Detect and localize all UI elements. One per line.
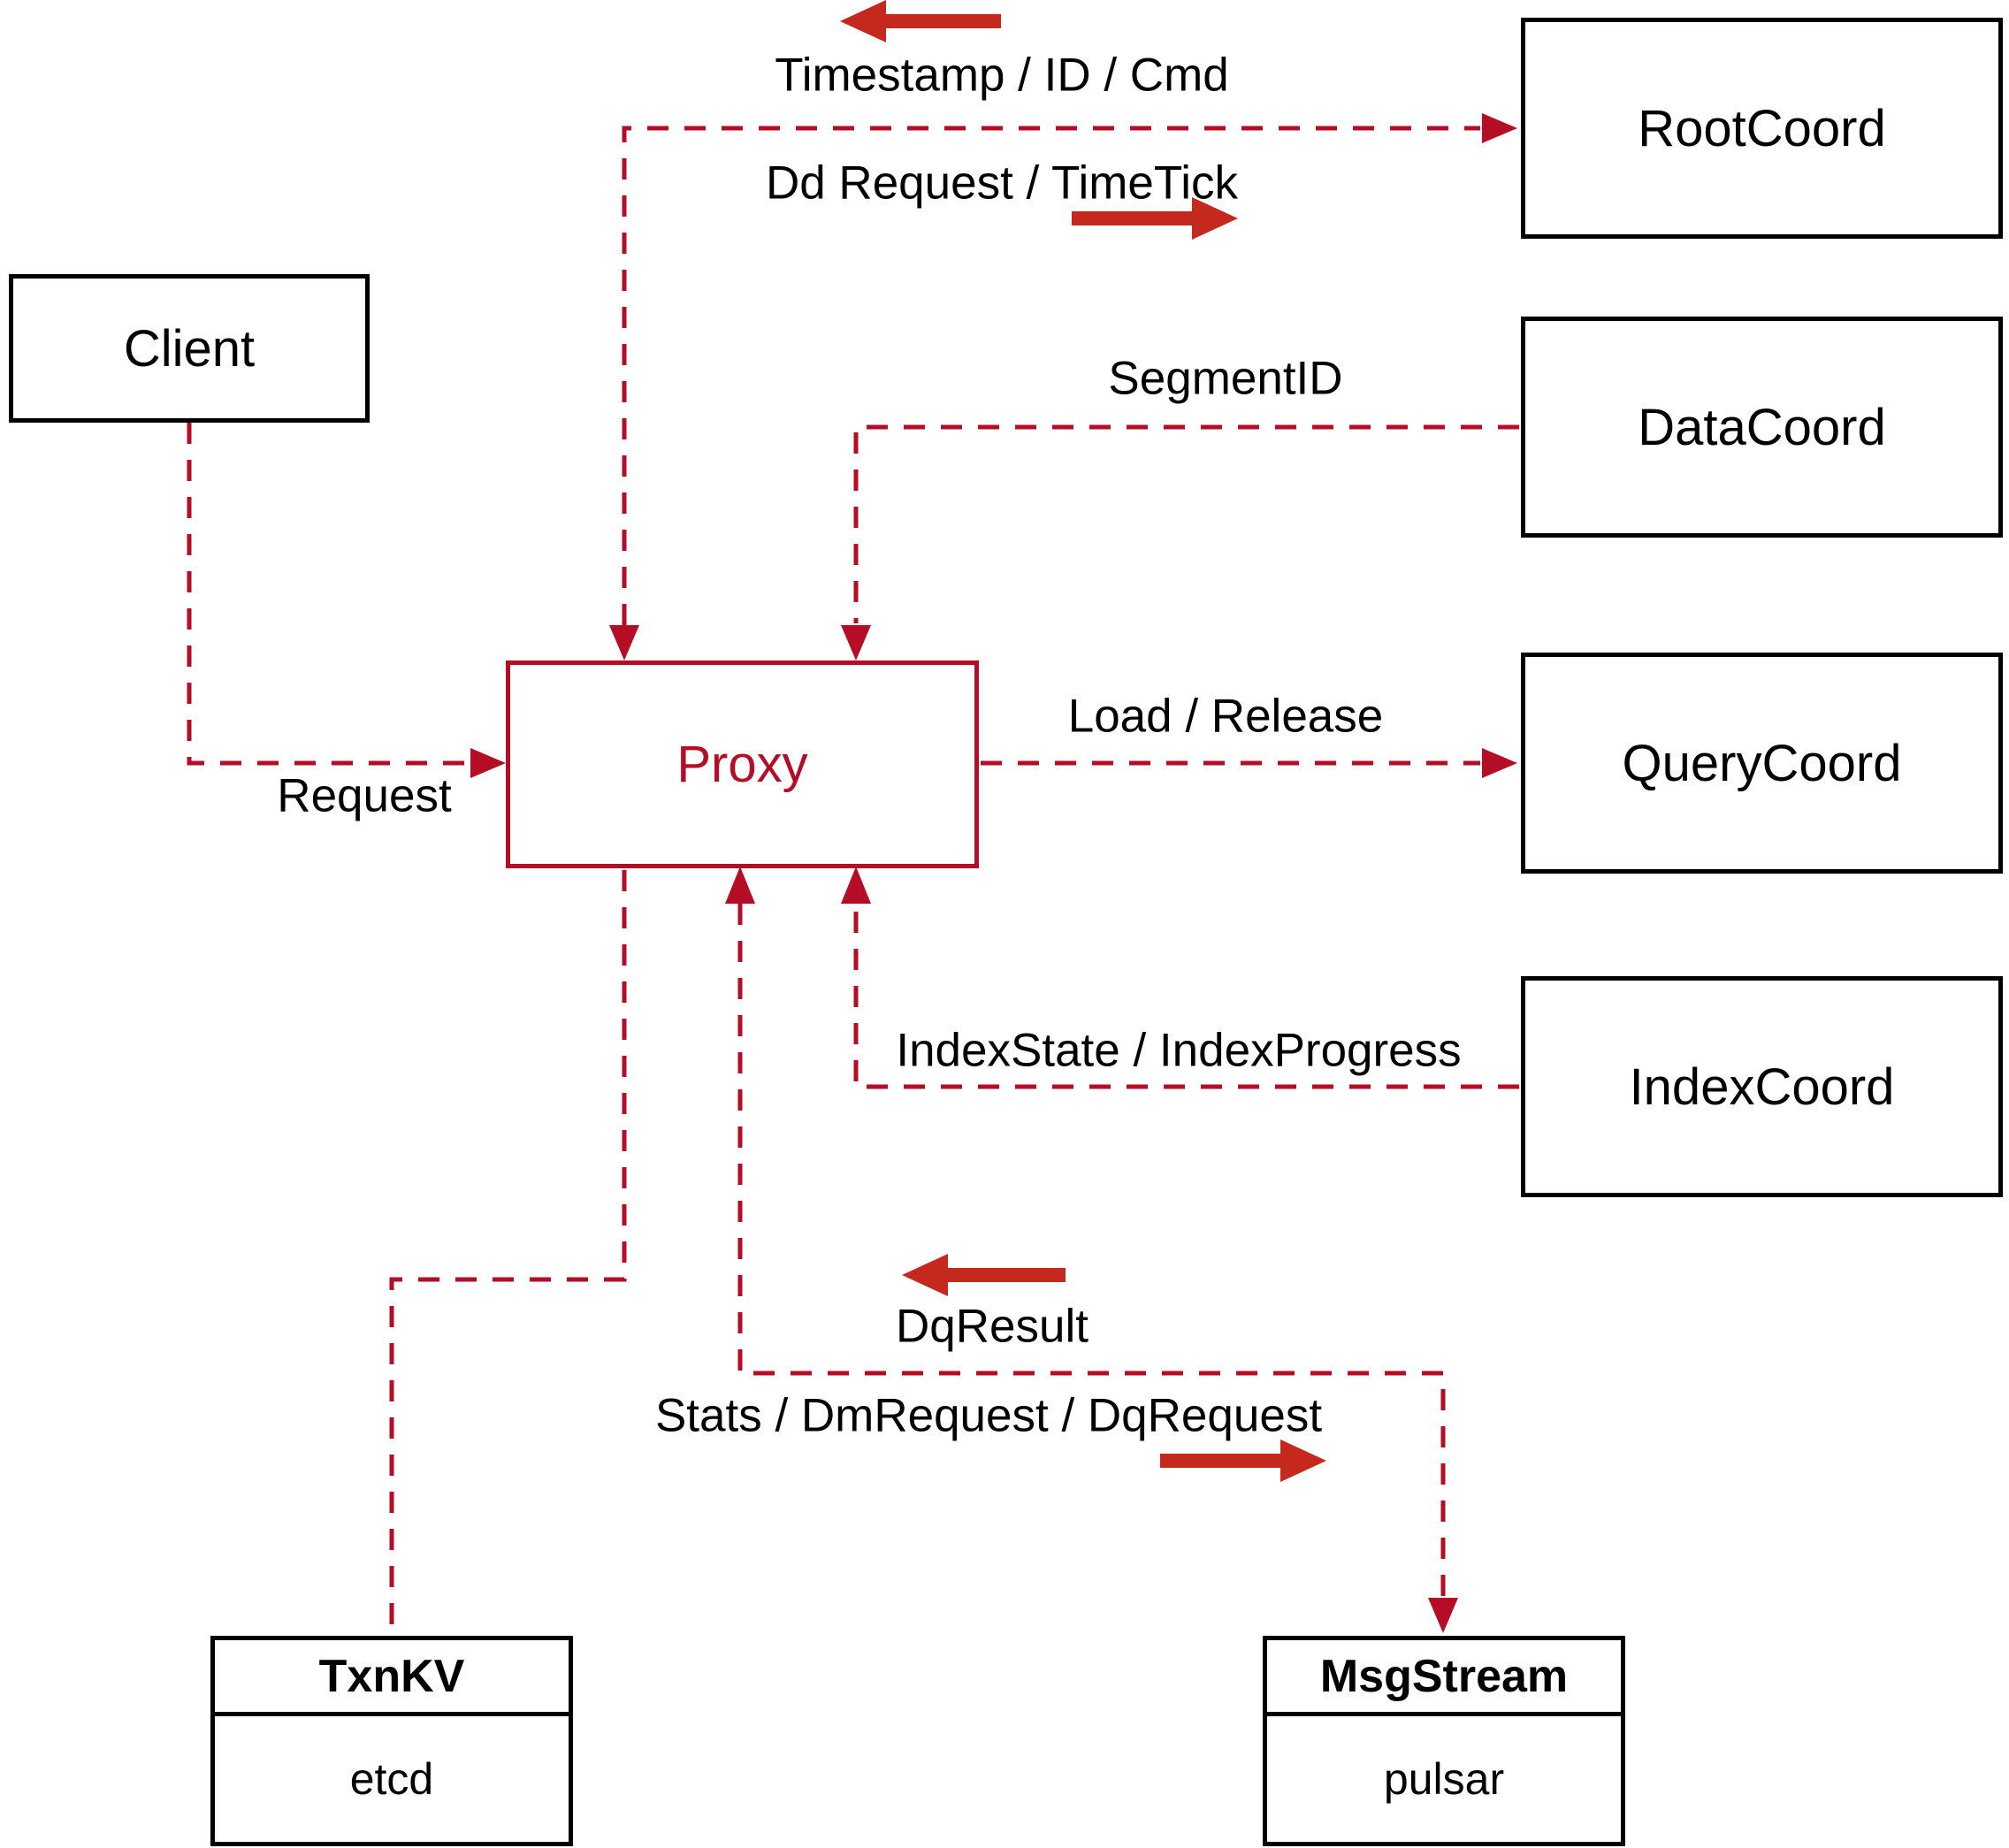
- node-client-label: Client: [123, 319, 256, 378]
- edge-label-request: Request: [277, 769, 452, 822]
- edge-client-to-proxy: [187, 423, 469, 766]
- edge-datacoord-to-proxy: [853, 424, 1519, 623]
- edge-label-index-state: IndexState / IndexProgress: [896, 1024, 1462, 1077]
- node-rootcoord-label: RootCoord: [1638, 99, 1886, 157]
- direction-arrow-right-icon: [1072, 197, 1238, 240]
- node-datacoord-label: DataCoord: [1638, 398, 1886, 456]
- node-indexcoord: IndexCoord: [1521, 976, 2003, 1197]
- node-msgstream-title: MsgStream: [1267, 1640, 1621, 1716]
- node-txnkv: TxnKV etcd: [210, 1636, 573, 1846]
- arrowhead-into-proxy-bottom-left: [725, 867, 755, 904]
- node-querycoord-label: QueryCoord: [1622, 734, 1902, 792]
- edge-indexcoord-to-proxy: [853, 904, 1519, 1089]
- node-indexcoord-label: IndexCoord: [1629, 1058, 1895, 1116]
- arrowhead-into-proxy-top-left: [609, 625, 639, 661]
- direction-arrow-left-icon: [840, 0, 1001, 42]
- node-datacoord: DataCoord: [1521, 317, 2003, 538]
- edge-proxy-to-msgstream: [737, 904, 1446, 1598]
- edge-label-segment-id: SegmentID: [1108, 352, 1343, 405]
- edge-label-dd-request-timetick: Dd Request / TimeTick: [765, 157, 1239, 210]
- edge-label-stats-dm-dq: Stats / DmRequest / DqRequest: [654, 1389, 1323, 1442]
- node-msgstream: MsgStream pulsar: [1263, 1636, 1625, 1846]
- arrowhead-into-proxy-bottom-right: [841, 867, 871, 904]
- arrowhead-into-proxy-left: [470, 748, 506, 778]
- edge-label-dq-result: DqResult: [896, 1300, 1089, 1353]
- node-rootcoord: RootCoord: [1521, 18, 2003, 239]
- edge-proxy-to-rootcoord: [622, 126, 1480, 625]
- edge-proxy-to-txnkv: [389, 870, 627, 1632]
- edge-label-load-release: Load / Release: [1067, 690, 1384, 743]
- direction-arrow-left-icon: [902, 1254, 1066, 1296]
- arrowhead-into-msgstream: [1428, 1598, 1458, 1633]
- node-txnkv-title: TxnKV: [215, 1640, 569, 1716]
- node-client: Client: [9, 274, 370, 423]
- node-msgstream-impl: pulsar: [1383, 1754, 1505, 1804]
- arrowhead-into-querycoord: [1482, 748, 1517, 778]
- arrowhead-into-proxy-top-right: [841, 625, 871, 661]
- arrowhead-into-rootcoord: [1482, 113, 1517, 143]
- node-txnkv-impl: etcd: [349, 1754, 434, 1804]
- edge-label-timestamp-id-cmd: Timestamp / ID / Cmd: [775, 49, 1229, 102]
- direction-arrow-right-icon: [1160, 1439, 1326, 1482]
- node-proxy-label: Proxy: [676, 736, 808, 793]
- node-querycoord: QueryCoord: [1521, 653, 2003, 874]
- node-proxy: Proxy: [506, 661, 979, 868]
